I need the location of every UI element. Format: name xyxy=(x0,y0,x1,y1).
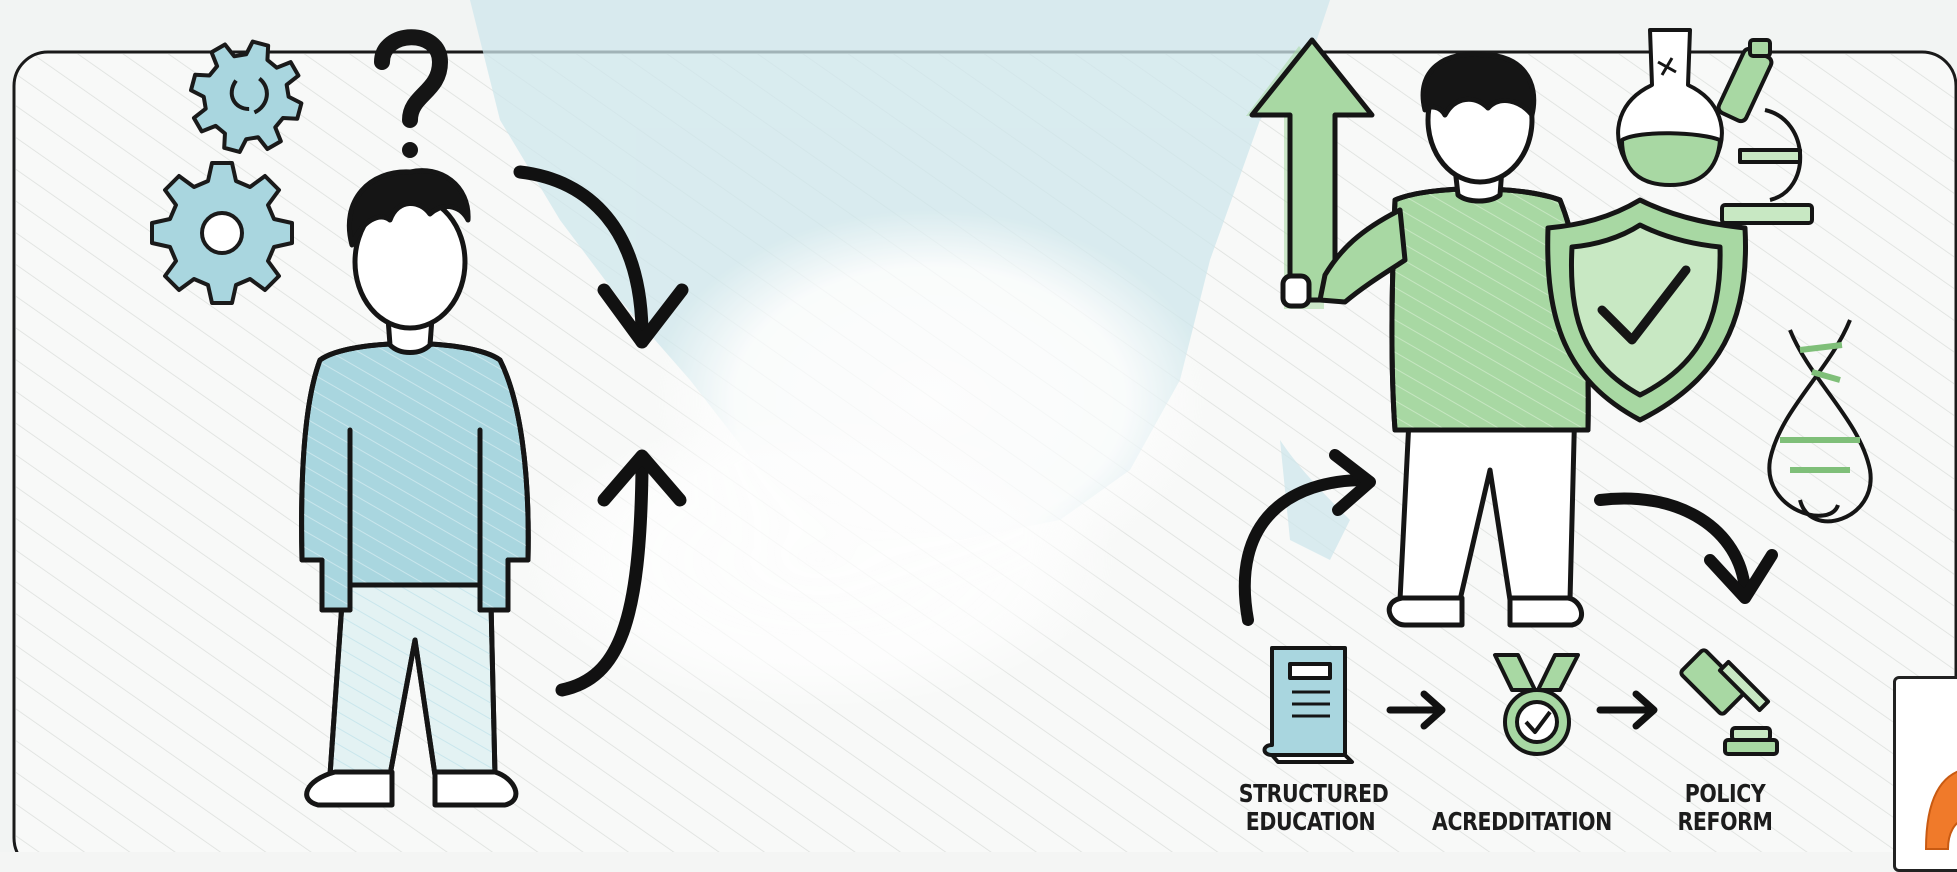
illustration-scene xyxy=(12,0,1957,852)
label-accreditation-text: ACREDDITATION xyxy=(1432,807,1612,836)
label-structured-line2: EDUCATION xyxy=(1245,807,1376,836)
label-accreditation: ACREDDITATION xyxy=(1424,808,1621,836)
flask-icon xyxy=(1616,28,1724,187)
logo-badge xyxy=(1893,676,1957,872)
question-mark-icon xyxy=(374,29,449,158)
shield-check-icon xyxy=(1545,197,1749,423)
medal-icon xyxy=(1493,653,1580,756)
confident-person xyxy=(1280,51,1591,628)
process-arrows xyxy=(1238,449,1778,626)
growth-arrow-icon xyxy=(1246,37,1375,309)
label-policy-line2: REFORM xyxy=(1677,807,1773,836)
gavel-icon xyxy=(1679,648,1779,756)
confused-person xyxy=(299,168,531,808)
microscope-icon xyxy=(1716,38,1814,225)
step-arrows xyxy=(1386,690,1658,730)
logo-arc-icon xyxy=(1924,770,1957,850)
label-policy-line1: POLICY xyxy=(1684,779,1766,808)
book-icon xyxy=(1262,646,1354,764)
cycle-arrows xyxy=(513,165,689,697)
dna-icon xyxy=(1767,319,1873,524)
label-policy-reform: POLICY REFORM xyxy=(1672,780,1779,836)
label-structured-education: STRUCTURED EDUCATION xyxy=(1238,779,1389,836)
gears-icon xyxy=(150,39,304,305)
label-structured-line1: STRUCTURED xyxy=(1238,779,1389,808)
